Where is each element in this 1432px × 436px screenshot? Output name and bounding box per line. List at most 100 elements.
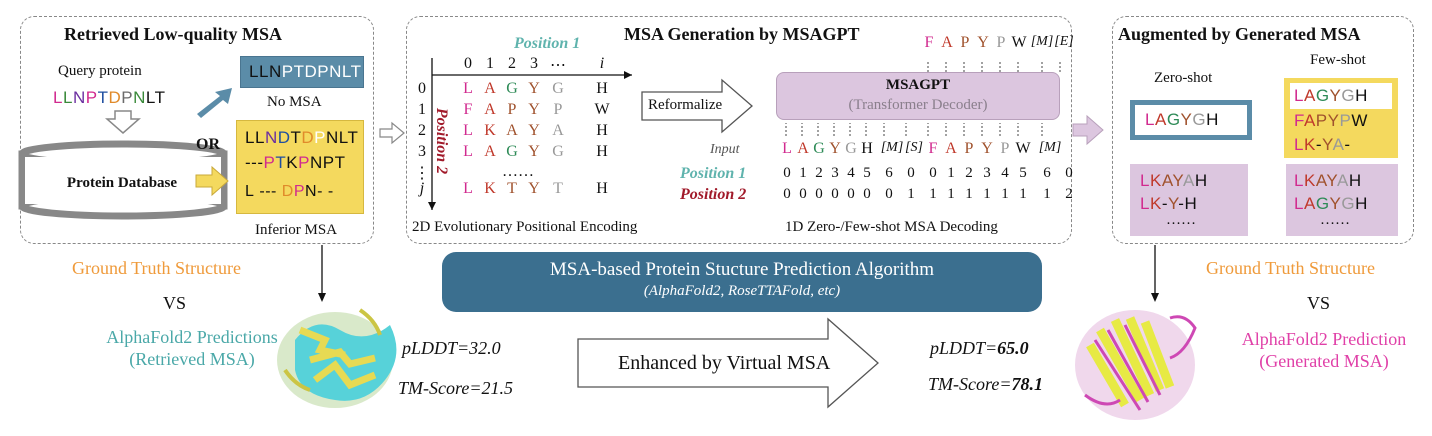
grid-residue: H bbox=[596, 80, 608, 97]
residue: - bbox=[1178, 194, 1185, 213]
grid-residue: W bbox=[594, 101, 610, 118]
input-token: A bbox=[797, 140, 809, 157]
reformalize-arrow bbox=[641, 78, 753, 134]
no-msa-label: No MSA bbox=[267, 94, 322, 110]
msagpt-decoder-box: MSAGPT (Transformer Decoder) bbox=[776, 72, 1060, 120]
input-label: Input bbox=[710, 142, 740, 157]
position2-value: 1 bbox=[947, 186, 955, 202]
generated-row: LKAYAH bbox=[1140, 171, 1208, 191]
residue: T bbox=[334, 153, 346, 172]
vs-right: VS bbox=[1307, 293, 1331, 313]
residue: A bbox=[1303, 86, 1316, 105]
residue: L bbox=[62, 88, 73, 107]
residue: Y bbox=[1329, 194, 1342, 213]
position2-value: 1 bbox=[907, 186, 915, 202]
residue: T bbox=[293, 62, 305, 81]
arrow-right-yellow-icon bbox=[195, 165, 229, 197]
input-token: Y bbox=[829, 140, 841, 157]
output-token: P bbox=[996, 34, 1006, 51]
residue: P bbox=[263, 153, 276, 172]
ground-truth-right: Ground Truth Structure bbox=[1206, 258, 1376, 278]
zero-shot-sequence: LAGYGH bbox=[1145, 110, 1219, 130]
grid-residue: L bbox=[463, 122, 473, 139]
residue: - bbox=[1161, 194, 1168, 213]
residue: H bbox=[1355, 194, 1368, 213]
grid-residue: G bbox=[506, 80, 518, 97]
row-header: 1 bbox=[418, 101, 426, 118]
plddt-right-value: 65.0 bbox=[997, 338, 1029, 358]
output-token: W bbox=[1011, 34, 1027, 51]
input-token: G bbox=[813, 140, 825, 157]
residue: - bbox=[317, 183, 323, 200]
plddt-right: pLDDT=65.0 bbox=[930, 338, 1029, 359]
residue: G bbox=[1166, 110, 1181, 129]
residue: - bbox=[265, 183, 272, 200]
position1-value: 2 bbox=[965, 165, 973, 181]
grid-residue: L bbox=[463, 143, 473, 160]
position1-value: 4 bbox=[1001, 165, 1009, 181]
prediction-right-label: AlphaFold2 Prediction (Generated MSA) bbox=[1222, 328, 1426, 372]
position1-value: 1 bbox=[799, 165, 807, 181]
residue: N bbox=[326, 128, 339, 147]
query-protein-label: Query protein bbox=[58, 63, 142, 79]
residue: Y bbox=[1327, 111, 1340, 130]
residue: L bbox=[258, 62, 269, 81]
grid-residue: H bbox=[596, 180, 608, 197]
grid-residue: H bbox=[596, 122, 608, 139]
plddt-left: pLDDT=32.0 bbox=[402, 338, 501, 358]
msagpt-name: MSAGPT bbox=[885, 77, 951, 93]
col-header: i bbox=[599, 55, 605, 72]
position2-value: 1 bbox=[983, 186, 991, 202]
down-arrow-icon bbox=[105, 110, 141, 134]
col-header: 2 bbox=[508, 55, 516, 72]
input-token: L bbox=[782, 140, 792, 157]
input-token: G bbox=[845, 140, 857, 157]
residue: T bbox=[97, 88, 109, 107]
position1-value: 3 bbox=[831, 165, 839, 181]
residue: D bbox=[301, 128, 315, 147]
arrow-up-right-icon bbox=[197, 88, 232, 118]
position1-value: 1 bbox=[947, 165, 955, 181]
residue: G bbox=[1341, 86, 1356, 105]
prediction-left-line2: (Retrieved MSA) bbox=[129, 349, 255, 369]
zero-shot-box: LAGYGH bbox=[1130, 100, 1252, 140]
position1-value: 0 bbox=[1065, 165, 1073, 181]
residue: L bbox=[1294, 171, 1304, 190]
msa-generation-panel bbox=[406, 16, 1072, 244]
col-header: 1 bbox=[486, 55, 494, 72]
residue: G bbox=[1341, 194, 1356, 213]
residue: D bbox=[304, 62, 318, 81]
residue: T bbox=[347, 128, 359, 147]
position2-value: 1 bbox=[1019, 186, 1027, 202]
residue: A bbox=[1332, 135, 1345, 154]
inferior-row: ---PTKPNPT bbox=[245, 153, 345, 173]
output-token: F bbox=[924, 34, 934, 51]
residue: N bbox=[268, 62, 282, 81]
position2-value: 1 bbox=[965, 186, 973, 202]
position1-value: 0 bbox=[907, 165, 915, 181]
algorithm-box: MSA-based Protein Stucture Prediction Al… bbox=[442, 252, 1042, 312]
residue: - bbox=[1315, 135, 1322, 154]
augmented-msa-panel bbox=[1112, 16, 1414, 244]
residue: D bbox=[108, 88, 122, 107]
input-token: W bbox=[1015, 140, 1031, 157]
position2-value: 1 bbox=[1001, 186, 1009, 202]
residue: A bbox=[1161, 171, 1173, 190]
residue: N bbox=[329, 62, 342, 81]
tm-score-right: TM-Score=78.1 bbox=[928, 374, 1043, 395]
output-token: [E] bbox=[1054, 34, 1074, 49]
grid-residue: A bbox=[506, 122, 518, 139]
row-header: 0 bbox=[418, 80, 426, 97]
position2-value: 0 bbox=[831, 186, 839, 202]
algorithm-subtitle: (AlphaFold2, RoseTTAFold, etc) bbox=[643, 283, 841, 299]
position1-label: Position 1 bbox=[514, 35, 581, 52]
residue: - bbox=[327, 183, 334, 200]
residue: A bbox=[1303, 111, 1316, 130]
residue: G bbox=[1315, 86, 1330, 105]
arrow-right-lavender-icon bbox=[1072, 114, 1104, 146]
residue: - bbox=[245, 153, 252, 172]
tm-right-prefix: TM-Score= bbox=[928, 374, 1012, 394]
reformalize-label: Reformalize bbox=[648, 97, 723, 113]
residue: N bbox=[133, 88, 146, 107]
